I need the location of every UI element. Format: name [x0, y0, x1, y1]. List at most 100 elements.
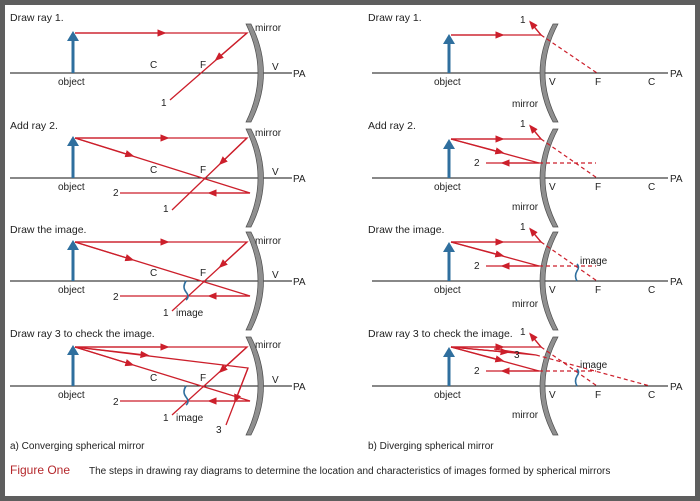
object-label: object [58, 390, 85, 401]
ray-1-label: 1 [520, 15, 526, 26]
focal-label: F [200, 60, 206, 71]
principal-axis-label: PA [670, 69, 683, 80]
ray-1-reflect-arrow [218, 346, 248, 374]
center-label: C [150, 268, 157, 279]
virtual-extension [540, 241, 598, 282]
ray-2-label: 2 [474, 261, 480, 272]
principal-axis-label: PA [293, 277, 306, 288]
object-label: object [434, 390, 461, 401]
ray-1-reflect-arrow [218, 241, 248, 269]
mirror-label: mirror [512, 410, 539, 421]
diverging-panel-1: Draw ray 1. object V F C PA mirror 1 [368, 12, 683, 123]
ray-3-arrow [450, 346, 510, 356]
mirror-label: mirror [255, 340, 282, 351]
ray-1-reflect-arrow [214, 32, 248, 61]
virtual-extension [540, 346, 598, 387]
converging-step-2-title: Add ray 2. [10, 120, 58, 132]
image-arrow [183, 280, 189, 301]
converging-panel-3: Draw the image. object C F V PA mirror 2… [10, 224, 306, 331]
diverging-mirror [539, 23, 559, 123]
object-arrow-head [443, 139, 455, 149]
vertex-label: V [549, 182, 556, 193]
ray-1-reflect-arrow [529, 227, 542, 243]
focal-label: F [200, 373, 206, 384]
ray-3-label: 3 [514, 350, 520, 361]
vertex-label: V [272, 375, 279, 386]
image-arrow [183, 385, 189, 406]
ray-1-label: 1 [520, 222, 526, 233]
ray-3-arrow [74, 346, 150, 359]
ray-3-reflect-arrow [234, 367, 249, 404]
image-label: image [580, 360, 608, 371]
ray-2-arrow [74, 346, 135, 367]
center-label: C [150, 373, 157, 384]
diverging-mirror [539, 231, 559, 331]
ray-1-reflect-arrow [529, 124, 542, 140]
object-arrow-head [67, 240, 79, 250]
principal-axis-label: PA [293, 69, 306, 80]
ray-2-arrow [450, 241, 505, 258]
object-label: object [58, 182, 85, 193]
ray-3-label: 3 [216, 425, 222, 436]
focal-label: F [595, 182, 601, 193]
diverging-panel-2: Add ray 2. object V F C PA mirror 1 2 [368, 119, 683, 228]
vertex-label: V [549, 77, 556, 88]
ray-2-arrow [450, 138, 505, 155]
ray-2-label: 2 [113, 188, 119, 199]
ray-2-label: 2 [113, 397, 119, 408]
virtual-extension [540, 34, 598, 74]
diverging-subtitle: b) Diverging spherical mirror [368, 441, 494, 452]
mirror-label: mirror [512, 99, 539, 110]
ray-2-label: 2 [113, 292, 119, 303]
ray-1-label: 1 [161, 98, 167, 109]
diverging-panel-4: Draw ray 3 to check the image. object V … [368, 327, 683, 436]
diverging-step-4-title: Draw ray 3 to check the image. [368, 328, 513, 340]
center-label: C [648, 182, 655, 193]
principal-axis-label: PA [670, 174, 683, 185]
diverging-step-1-title: Draw ray 1. [368, 12, 422, 24]
converging-mirror [245, 231, 264, 331]
virtual-extension [535, 354, 651, 387]
converging-step-3-title: Draw the image. [10, 224, 86, 236]
diverging-step-3-title: Draw the image. [368, 224, 444, 236]
converging-subtitle: a) Converging spherical mirror [10, 441, 145, 452]
object-label: object [434, 285, 461, 296]
image-label: image [580, 256, 608, 267]
converging-mirror [245, 23, 264, 123]
converging-step-4-title: Draw ray 3 to check the image. [10, 328, 155, 340]
object-arrow-head [67, 136, 79, 146]
mirror-label: mirror [512, 202, 539, 213]
principal-axis-label: PA [670, 277, 683, 288]
principal-axis-label: PA [293, 382, 306, 393]
ray-1-label: 1 [163, 204, 169, 215]
figure-label: Figure One [10, 463, 70, 477]
converging-panel-1: Draw ray 1. object C F V PA mirror 1 [10, 12, 306, 123]
principal-axis-label: PA [293, 174, 306, 185]
center-label: C [150, 165, 157, 176]
diverging-step-2-title: Add ray 2. [368, 120, 416, 132]
image-arrow [574, 263, 580, 282]
ray-2-arrow [450, 346, 505, 363]
object-arrow-head [443, 347, 455, 357]
focal-label: F [200, 165, 206, 176]
vertex-label: V [272, 270, 279, 281]
diverging-panel-3: Draw the image. object V F C PA mirror 1… [368, 222, 683, 331]
vertex-label: V [549, 390, 556, 401]
focal-label: F [595, 285, 601, 296]
vertex-label: V [272, 62, 279, 73]
ray-1-reflect-arrow [529, 20, 542, 36]
ray-1-label: 1 [163, 413, 169, 424]
converging-mirror [245, 336, 264, 436]
ray-1-reflect-arrow [529, 332, 542, 348]
object-label: object [58, 77, 85, 88]
vertex-label: V [272, 167, 279, 178]
converging-step-1-title: Draw ray 1. [10, 12, 64, 24]
focal-label: F [595, 390, 601, 401]
center-label: C [150, 60, 157, 71]
object-label: object [58, 285, 85, 296]
mirror-label: mirror [255, 236, 282, 247]
figure-caption: The steps in drawing ray diagrams to det… [89, 466, 610, 477]
center-label: C [648, 77, 655, 88]
image-arrow [574, 368, 580, 387]
